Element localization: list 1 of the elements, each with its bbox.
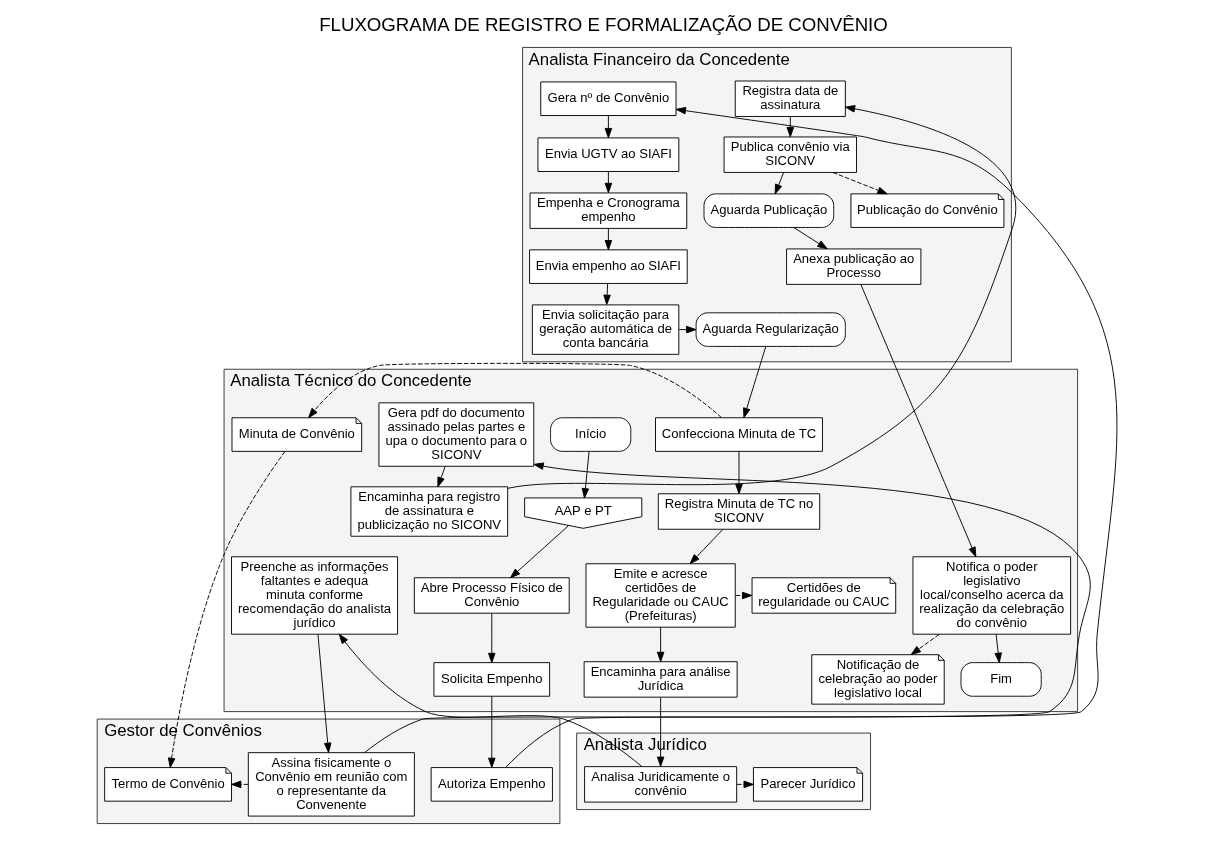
diagram-title: FLUXOGRAMA DE REGISTRO E FORMALIZAÇÃO DE CONVÊNIO [318,13,888,35]
